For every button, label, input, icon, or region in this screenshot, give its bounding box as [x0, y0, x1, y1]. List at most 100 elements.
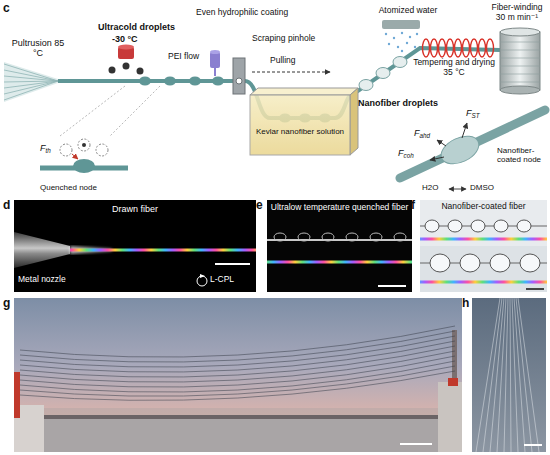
atomizer-part — [401, 32, 403, 34]
coated-node-inset-part — [437, 140, 446, 146]
pulling-arrow — [252, 72, 330, 73]
pulling-arrow-part — [252, 72, 330, 73]
quenched-node-inset-part — [60, 144, 72, 156]
winding-spool-part — [500, 42, 540, 43]
pultrusion-fan-part — [4, 81, 58, 88]
inset-label: Nanofiber-coated node — [497, 146, 547, 164]
coated-node-inset-part — [462, 123, 467, 138]
atomizer-part — [401, 50, 403, 52]
part-label: Metal nozzle — [18, 275, 90, 285]
heating-coil — [423, 39, 494, 57]
fiber-bundle-photo-part-part — [518, 298, 539, 452]
heating-coil-part — [431, 39, 438, 57]
winding-spool-part — [500, 86, 540, 94]
coated-fiber-photo-part — [520, 254, 540, 272]
panel-title: Nanofiber-coated fiber — [422, 202, 545, 212]
nanofiber-tank — [250, 88, 358, 155]
process-label: Fiber-winding 30 m min⁻¹ — [486, 3, 548, 23]
outdoor-fiber-photo-part-part — [20, 366, 455, 396]
outdoor-fiber-photo-part — [438, 382, 462, 452]
drawn-fiber-photo-part — [70, 247, 256, 253]
outdoor-fiber-photo-part — [14, 415, 462, 419]
pultrusion-fan-part — [4, 64, 58, 81]
heating-coil-part — [447, 39, 454, 57]
winding-spool-part — [500, 74, 540, 75]
fiber-bundle-photo-part-part — [516, 298, 532, 452]
outdoor-fiber-photo-part-part — [20, 371, 455, 400]
coated-fiber-photo-part — [420, 238, 547, 241]
process-label: PEI flow — [168, 52, 210, 62]
process-label: Nanofiber droplets — [358, 98, 454, 108]
solvent-label: H2O — [422, 183, 446, 192]
outdoor-fiber-photo-part — [14, 298, 462, 452]
scraping-pinhole-part — [233, 58, 245, 94]
heating-coil-part — [471, 39, 478, 57]
panel-letter: h — [462, 297, 472, 311]
scraping-pinhole-part — [236, 78, 242, 84]
scraping-pinhole — [233, 58, 245, 94]
winding-spool-part — [500, 50, 540, 51]
panel-letter: c — [3, 2, 17, 16]
outdoor-fiber-photo-part — [448, 378, 458, 386]
quenched-fiber-photo-part — [370, 233, 382, 241]
coated-node-inset-part — [430, 157, 444, 160]
coated-node-inset-part — [400, 110, 545, 178]
fiber-bundle-photo-part — [472, 298, 546, 452]
fiber-bundle-photo-part — [476, 298, 539, 452]
pultrusion-fan-part — [4, 76, 58, 81]
quenched-fiber-photo-part — [274, 233, 286, 241]
coated-fiber-photo-part — [517, 220, 531, 232]
atomizer-part — [409, 36, 411, 38]
heating-coil-part — [439, 39, 446, 57]
quenched-node-inset-part — [73, 159, 95, 173]
force-label: Fth — [40, 143, 60, 153]
coated-fiber-photo-part — [448, 220, 462, 232]
solution-label: Kevlar nanofiber solution — [252, 127, 348, 136]
nanofiber-tank-part — [250, 88, 358, 95]
outdoor-fiber-photo-part — [14, 408, 462, 418]
pei-nozzle-part — [214, 68, 216, 76]
nanofiber-tank-part — [250, 95, 350, 155]
coated-fiber-photo-part — [460, 254, 480, 272]
fiber-bundle-photo-part-part — [510, 298, 511, 452]
process-label: Atomized water — [366, 6, 450, 16]
coated-fiber-photo-part — [420, 246, 547, 292]
coated-fiber-photo-part — [490, 254, 510, 272]
fiber-bundle-photo-part-part — [512, 298, 518, 452]
ultracold-nozzle-part — [137, 68, 144, 75]
panel-letter: g — [3, 297, 13, 311]
heating-coil-part — [423, 39, 430, 57]
panel-letter: d — [3, 199, 13, 213]
atomizer — [382, 20, 420, 52]
panel-title: Ultralow temperature quenched fiber — [270, 203, 409, 213]
ultracold-nozzle-part — [123, 63, 130, 70]
fiber-part — [376, 68, 390, 79]
coated-fiber-photo — [420, 200, 547, 292]
drawn-fiber-photo-part — [197, 276, 207, 286]
process-label: Pulling — [270, 56, 312, 66]
force-label: Fahd — [414, 128, 440, 138]
quenched-fiber-photo-part — [394, 233, 406, 241]
pultrusion-fan-part — [4, 81, 58, 94]
coated-fiber-photo-part — [425, 220, 439, 232]
force-label: Fcoh — [398, 148, 426, 158]
outdoor-fiber-photo-part — [14, 419, 462, 452]
process-label: Scraping pinhole — [252, 34, 336, 44]
coated-node-inset-part — [449, 189, 466, 190]
pultrusion-fan-part — [4, 62, 58, 102]
outdoor-fiber-photo-part-part — [20, 326, 455, 357]
fiber-part — [139, 77, 151, 86]
inset-label: Quenched node — [40, 183, 130, 192]
process-label: Pultrusion 85 °C — [8, 38, 68, 59]
photo-panel: Drawn fiberMetal nozzleL-CPL — [14, 200, 256, 292]
fiber-bundle-photo-part — [524, 444, 542, 446]
quenched-fiber-photo-part — [346, 233, 358, 241]
panel-letter: f — [411, 199, 419, 213]
atomizer-part — [406, 42, 408, 44]
quenched-fiber-photo-part — [267, 261, 412, 264]
drawn-fiber-photo-part — [215, 263, 250, 265]
drawn-fiber-photo-part — [70, 249, 256, 252]
ultracold-nozzle-part — [109, 67, 116, 74]
nanofiber-tank-part — [350, 88, 358, 155]
